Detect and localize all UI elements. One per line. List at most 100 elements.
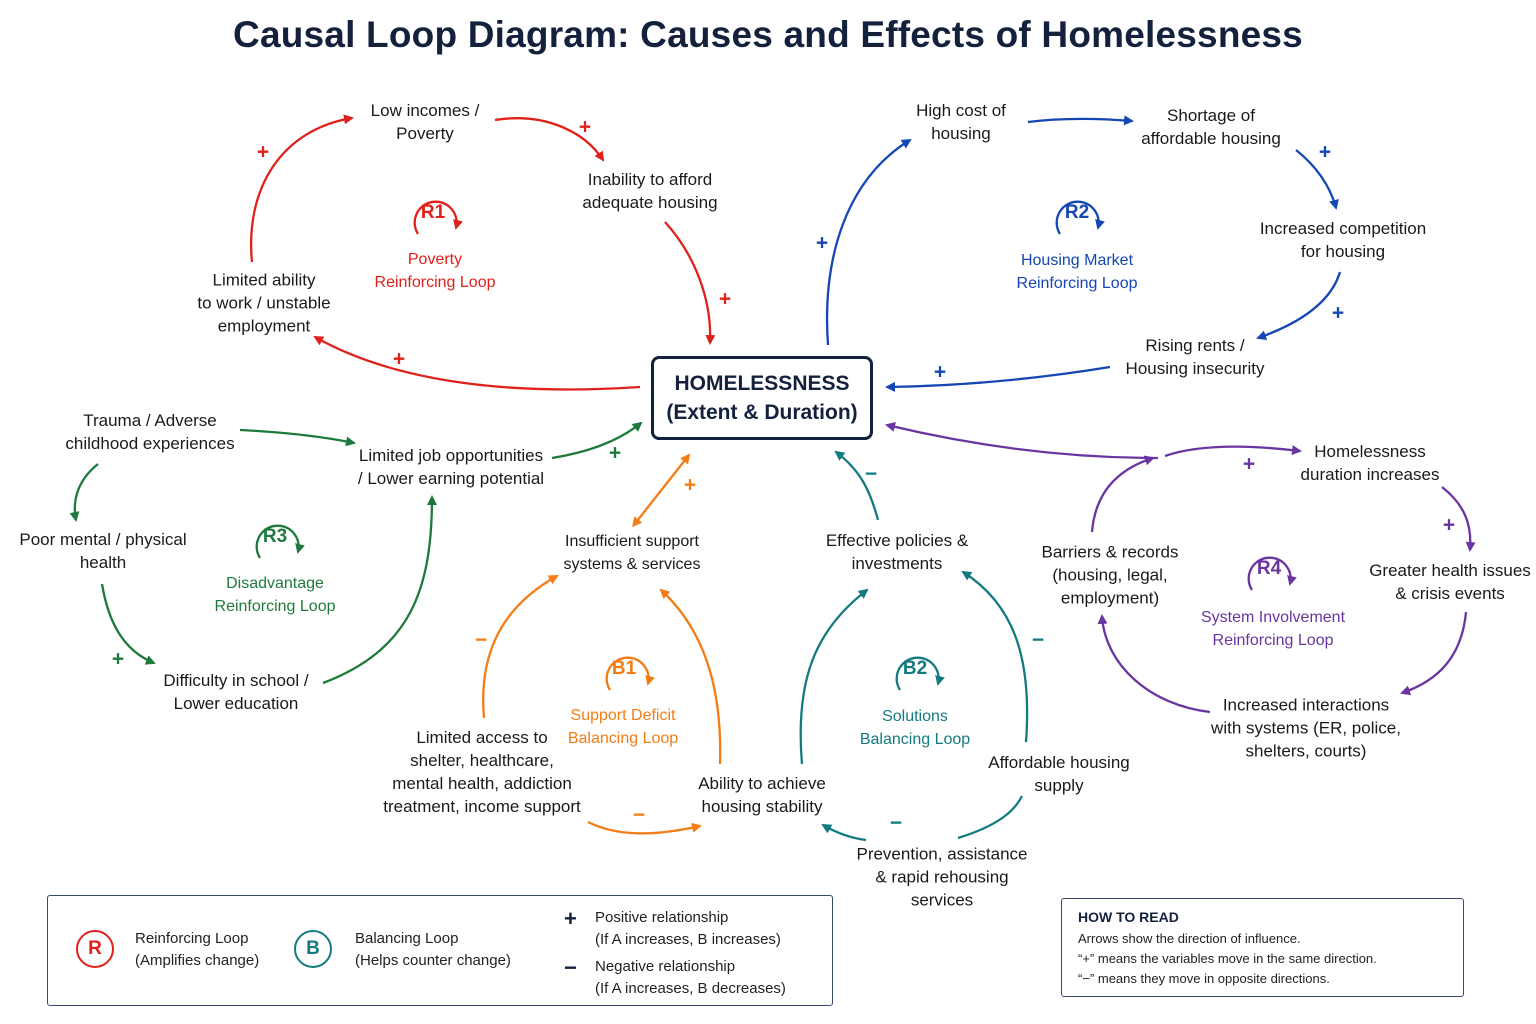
- arrow-duration-to-greater-health: [1441, 486, 1476, 552]
- node-interactions: Increased interactions with systems (ER,…: [1211, 694, 1401, 763]
- node-text: Increased competition: [1259, 219, 1427, 238]
- node-text: affordable housing: [1141, 129, 1281, 148]
- sign-plus: +: [815, 231, 829, 255]
- loop-name-text: Poverty: [407, 251, 463, 268]
- node-text: services: [910, 890, 974, 910]
- arrow-duration-link-to-homelessness: [885, 422, 1159, 460]
- node-text: shelter, healthcare,: [410, 751, 554, 770]
- node-text: shelters, courts): [1245, 741, 1367, 761]
- sign-minus: −: [889, 811, 903, 835]
- sign-plus: +: [608, 441, 622, 465]
- node-greater-health: Greater health issues & crisis events: [1369, 559, 1531, 605]
- arrow-prevention-to-ability: [957, 795, 1024, 840]
- arrow-trauma-to-poor-health: [69, 463, 99, 522]
- node-limited-jobs: Limited job opportunities / Lower earnin…: [358, 444, 544, 490]
- node-text: childhood experiences: [65, 434, 235, 453]
- node-text: for housing: [1300, 242, 1386, 261]
- sign-plus: +: [1318, 140, 1332, 164]
- node-text: Shortage of: [1167, 106, 1255, 125]
- node-text: Housing insecurity: [1125, 359, 1265, 378]
- node-text: Limited ability: [212, 270, 316, 290]
- loop-id-b2: B2: [902, 658, 928, 679]
- node-text: adequate housing: [582, 193, 718, 212]
- reinforcing-loop-icon: R: [76, 930, 114, 968]
- minus-icon: −: [564, 955, 577, 980]
- arrow-difficulty-to-limited-jobs: [322, 495, 437, 685]
- how-to-read-line: “−” means they move in opposite directio…: [1078, 971, 1330, 986]
- node-text: Lower education: [173, 694, 299, 713]
- loop-name-text: Balancing Loop: [859, 731, 971, 748]
- b1-loop-arc: [605, 656, 655, 691]
- legend-reinforcing-label: Reinforcing Loop (Amplifies change): [135, 928, 259, 972]
- loop-name-text: Support Deficit: [570, 707, 676, 724]
- legend-text-line: Negative relationship: [595, 958, 736, 975]
- node-barriers: Barriers & records (housing, legal, empl…: [1042, 541, 1179, 610]
- arrow-inability-to-homelessness: [664, 221, 716, 345]
- node-inability-afford: Inability to afford adequate housing: [582, 168, 717, 214]
- node-ability-stability: Ability to achieve housing stability: [698, 772, 826, 818]
- r1-loop-arc: [413, 200, 463, 235]
- node-text: Poverty: [396, 124, 454, 143]
- center-line-1: HOMELESSNESS: [674, 372, 850, 395]
- legend-text-line: Reinforcing Loop: [135, 930, 249, 947]
- r3-loop-arc: [255, 524, 305, 559]
- node-text: / Lower earning potential: [357, 469, 545, 488]
- arrow-effective-to-homelessness: [834, 450, 880, 521]
- loop-id-r4: R4: [1256, 558, 1282, 579]
- node-text: treatment, income support: [383, 797, 581, 816]
- node-limited-access: Limited access to shelter, healthcare, m…: [383, 726, 580, 818]
- loop-name-text: Solutions: [882, 708, 948, 725]
- loop-id-r3: R3: [262, 526, 288, 547]
- arrow-insufficient-support-homelessness: [632, 453, 691, 528]
- node-shortage: Shortage of affordable housing: [1141, 104, 1281, 150]
- legend-box: R Reinforcing Loop (Amplifies change) B …: [47, 895, 833, 1006]
- node-text: Trauma / Adverse: [83, 411, 217, 430]
- sign-plus: +: [933, 360, 947, 384]
- loop-name-b2: Solutions Balancing Loop: [860, 705, 970, 751]
- sign-plus: +: [111, 647, 125, 671]
- node-text: Inability to afford: [587, 170, 713, 189]
- node-text: Low incomes /: [370, 101, 480, 120]
- node-text: (housing, legal,: [1052, 565, 1168, 585]
- node-text: Effective policies &: [825, 531, 969, 550]
- loop-name-r2: Housing Market Reinforcing Loop: [1017, 249, 1138, 295]
- node-text: & rapid rehousing: [875, 867, 1009, 887]
- arrow-limited-access-to-insufficient: [482, 574, 559, 719]
- sign-plus: +: [1442, 513, 1456, 537]
- node-text: duration increases: [1300, 465, 1440, 484]
- arrow-low-incomes-to-inability: [494, 117, 605, 162]
- r4-loop-arc: [1247, 556, 1297, 591]
- node-low-incomes: Low incomes / Poverty: [371, 99, 480, 145]
- node-text: Rising rents /: [1145, 336, 1245, 355]
- node-text: to work / unstable: [197, 293, 331, 313]
- node-text: with systems (ER, police,: [1211, 718, 1401, 738]
- node-insufficient-support: Insufficient support systems & services: [564, 530, 701, 576]
- loop-name-r1: Poverty Reinforcing Loop: [375, 248, 496, 294]
- node-text: systems & services: [563, 556, 701, 573]
- node-trauma: Trauma / Adverse childhood experiences: [65, 409, 234, 455]
- node-text: health: [79, 553, 127, 572]
- node-limited-ability-work: Limited ability to work / unstable emplo…: [197, 269, 330, 338]
- loop-id-r2: R2: [1064, 202, 1090, 223]
- node-text: Greater health issues: [1369, 561, 1531, 580]
- loop-name-text: Reinforcing Loop: [214, 598, 336, 615]
- legend-text-line: Positive relationship: [595, 909, 729, 926]
- sign-minus: −: [632, 803, 646, 827]
- arrow-affordable-to-effective: [961, 570, 1029, 743]
- node-text: Poor mental / physical: [19, 530, 187, 549]
- node-text: Affordable housing: [988, 753, 1130, 772]
- loop-name-r3: Disadvantage Reinforcing Loop: [215, 572, 336, 618]
- page-title: Causal Loop Diagram: Causes and Effects …: [233, 14, 1303, 55]
- legend-text-line: (If A increases, B increases): [595, 931, 781, 948]
- loop-id-b1: B1: [611, 658, 637, 679]
- arrow-barriers-to-duration: [1090, 455, 1155, 533]
- arrow-rising-rents-to-homelessness: [885, 365, 1111, 392]
- how-to-read-box: HOW TO READ Arrows show the direction of…: [1061, 898, 1464, 997]
- node-text: supply: [1034, 776, 1084, 795]
- arrow-to-duration-increases: [1164, 445, 1302, 458]
- homelessness-center-node: HOMELESSNESS (Extent & Duration): [651, 356, 873, 440]
- node-text: Homelessness: [1314, 442, 1426, 461]
- sign-plus: +: [578, 115, 592, 139]
- balancing-loop-icon: B: [294, 930, 332, 968]
